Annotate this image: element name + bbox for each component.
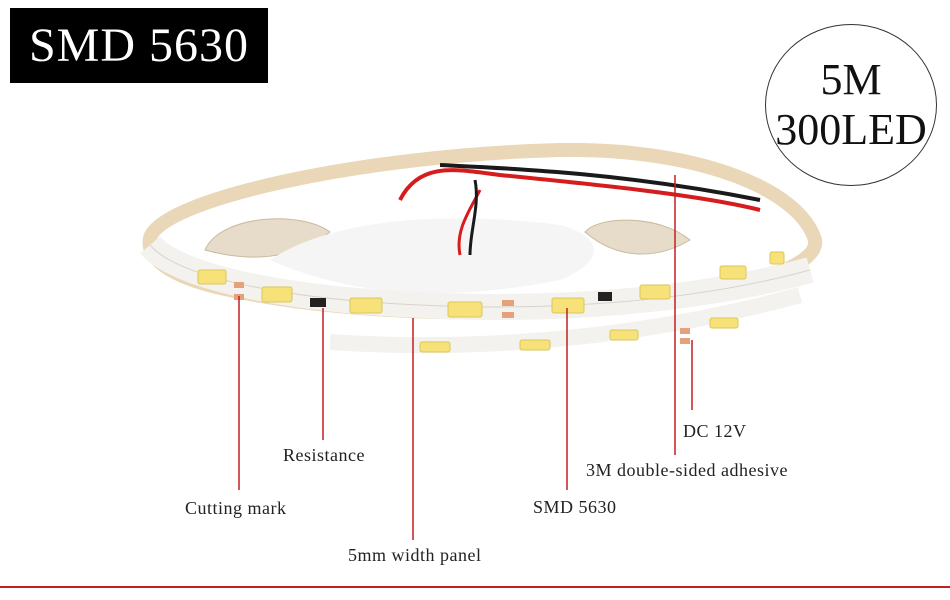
resistor-row [310, 292, 612, 307]
callout-lines [238, 175, 693, 540]
callout-adhesive: 3M double-sided adhesive [586, 460, 788, 480]
wire-red [398, 168, 761, 212]
callout-smd: SMD 5630 [533, 497, 617, 517]
callout-width-panel: 5mm width panel [348, 545, 482, 565]
badge-led-count: 300LED [775, 105, 927, 154]
badge-length: 5M [820, 55, 882, 104]
spec-badge: 5M 300LED [765, 24, 937, 186]
product-title: SMD 5630 [10, 8, 268, 83]
bottom-divider [0, 586, 950, 588]
center-card [270, 218, 594, 294]
wire-black [439, 163, 761, 202]
led-row-front [197, 251, 785, 318]
led-row-lower [419, 317, 739, 353]
callout-cutting-mark: Cutting mark [185, 498, 287, 518]
strip-reel-right [584, 219, 691, 255]
callout-resistance: Resistance [283, 445, 365, 465]
callout-dc-voltage: DC 12V [683, 421, 747, 441]
